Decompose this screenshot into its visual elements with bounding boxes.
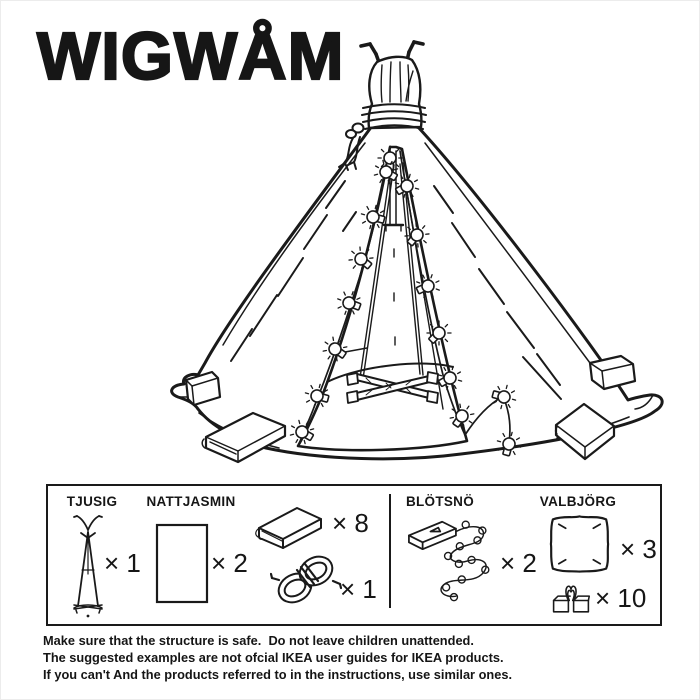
footer-notes: Make sure that the structure is safe. Do…: [43, 633, 653, 683]
footer-line-3: If you can't And the products referred t…: [43, 666, 513, 682]
page-title: WIGWÅM: [36, 19, 345, 94]
part-name-nattjasmin: NATTJASMIN: [146, 494, 236, 509]
part-qty-rope: × 1: [340, 574, 377, 604]
part-name-tjusig: TJUSIG: [66, 494, 118, 509]
rope-icon: [270, 555, 342, 604]
cushion-icon: [549, 515, 610, 573]
panel-divider: [389, 494, 391, 608]
part-qty-valbjorg: × 3: [620, 534, 657, 564]
coat-rack-icon: [73, 515, 103, 618]
tent-entrance: [296, 145, 469, 452]
wigwam-tent-illustration: [170, 40, 664, 464]
part-qty-binder-clip: × 10: [595, 583, 647, 613]
part-qty-blotsno: × 2: [500, 548, 537, 578]
part-qty-nattjasmin: × 2: [211, 548, 248, 578]
binder-clip-icon: [552, 585, 591, 613]
part-qty-book: × 8: [332, 508, 369, 538]
footer-line-1: Make sure that the structure is safe. Do…: [43, 633, 474, 648]
part-name-valbjorg: VALBJÖRG: [539, 494, 617, 509]
parts-panel: TJUSIG × 1 NATTJASMIN × 2: [46, 484, 662, 626]
apex-rope-tie: [338, 103, 427, 171]
part-qty-tjusig: × 1: [104, 548, 141, 578]
footer-line-2: The suggested examples are not ofcial IK…: [43, 649, 504, 665]
part-name-blotsno: BLÖTSNÖ: [405, 494, 475, 509]
book-icon: [255, 507, 322, 549]
bed-sheet-icon: [155, 523, 209, 604]
string-lights-icon: [408, 520, 490, 602]
